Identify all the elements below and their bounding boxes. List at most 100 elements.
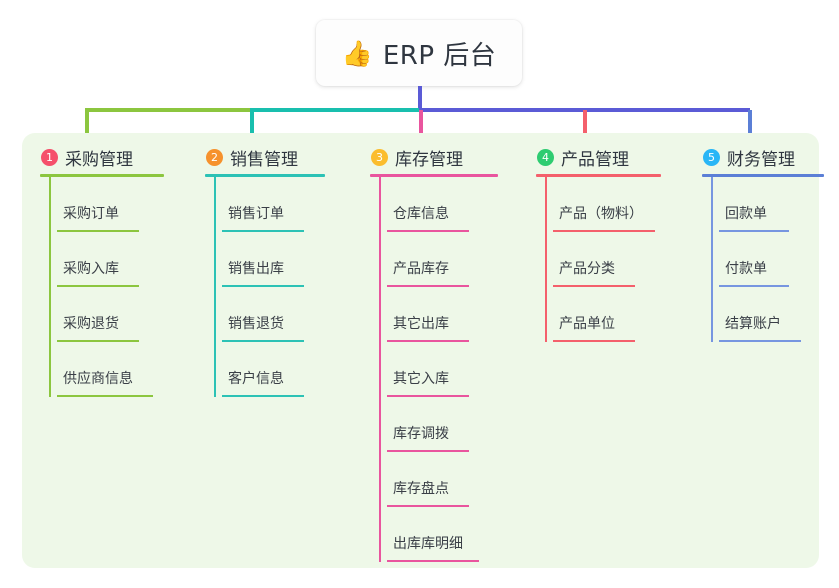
- branch-column: 2 销售管理销售订单销售出库销售退货客户信息: [205, 145, 325, 397]
- branch-item-rule: [57, 285, 139, 287]
- branch-item[interactable]: 仓库信息: [379, 177, 475, 232]
- branch-item-rule: [222, 230, 304, 232]
- branch-item-label: 回款单: [725, 206, 767, 222]
- branch-item[interactable]: 回款单: [711, 177, 795, 232]
- branch-item-rule: [387, 395, 469, 397]
- branch-spine: [214, 177, 216, 397]
- branch-item-rule: [553, 230, 655, 232]
- branch-item-label: 销售订单: [228, 206, 284, 222]
- branch-item[interactable]: 其它出库: [379, 287, 475, 342]
- branch-header-2[interactable]: 2 销售管理: [205, 145, 298, 170]
- branch-spine: [379, 177, 381, 562]
- branch-item[interactable]: 产品分类: [545, 232, 641, 287]
- branch-item-label: 采购入库: [63, 261, 119, 277]
- branch-item-label: 采购退货: [63, 316, 119, 332]
- branch-item-label: 销售退货: [228, 316, 284, 332]
- branch-item-rule: [387, 450, 469, 452]
- branch-spine: [545, 177, 547, 342]
- root-node-content: 👍 ERP 后台: [342, 35, 497, 72]
- connector-drop: [748, 110, 752, 140]
- branch-index-badge: 2: [206, 148, 223, 166]
- branch-title: 销售管理: [230, 149, 298, 170]
- branch-header-rule: [370, 174, 498, 177]
- branch-item[interactable]: 其它入库: [379, 342, 475, 397]
- branch-header-rule: [205, 174, 325, 177]
- root-stem-connector: [418, 86, 422, 110]
- branch-item-label: 客户信息: [228, 371, 284, 387]
- branch-column: 5 财务管理回款单付款单结算账户: [702, 145, 824, 342]
- branch-header-4[interactable]: 4 产品管理: [536, 145, 629, 170]
- branch-item-label: 产品库存: [393, 261, 449, 277]
- branch-item[interactable]: 采购入库: [49, 232, 145, 287]
- branch-item-rule: [387, 230, 469, 232]
- branch-item[interactable]: 销售退货: [214, 287, 310, 342]
- branch-header-rule: [702, 174, 824, 177]
- branch-item-label: 出库库明细: [393, 536, 463, 552]
- branch-item-label: 仓库信息: [393, 206, 449, 222]
- branch-item-label: 库存调拨: [393, 426, 449, 442]
- branch-item[interactable]: 客户信息: [214, 342, 310, 397]
- branch-item-rule: [387, 340, 469, 342]
- branch-item-label: 产品分类: [559, 261, 615, 277]
- connector-drop: [85, 110, 89, 140]
- branch-item-rule: [387, 560, 479, 562]
- branch-header-rule: [40, 174, 164, 177]
- branch-item-label: 其它出库: [393, 316, 449, 332]
- branch-header-rule: [536, 174, 661, 177]
- branch-item-label: 结算账户: [725, 316, 781, 332]
- branch-item-label: 库存盘点: [393, 481, 449, 497]
- branch-item-label: 付款单: [725, 261, 767, 277]
- branch-item-rule: [719, 230, 789, 232]
- branch-item-rule: [57, 340, 139, 342]
- branch-column: 4 产品管理产品（物料） 产品分类产品单位: [536, 145, 661, 342]
- branch-title: 库存管理: [395, 149, 463, 170]
- branch-item-rule: [222, 340, 304, 342]
- branch-item[interactable]: 产品单位: [545, 287, 641, 342]
- branch-item[interactable]: 产品库存: [379, 232, 475, 287]
- branch-item-label: 销售出库: [228, 261, 284, 277]
- branch-index-badge: 1: [41, 148, 58, 166]
- branch-item-rule: [719, 285, 789, 287]
- branch-item-label: 其它入库: [393, 371, 449, 387]
- branch-index-badge: 3: [371, 148, 388, 166]
- branch-item-rule: [719, 340, 801, 342]
- branch-index-badge: 5: [703, 148, 720, 166]
- branch-item[interactable]: 出库库明细: [379, 507, 485, 562]
- branch-header-3[interactable]: 3 库存管理: [370, 145, 463, 170]
- branch-title: 财务管理: [727, 149, 795, 170]
- connector-drop: [419, 110, 423, 140]
- branch-spine: [711, 177, 713, 342]
- branch-title: 产品管理: [561, 149, 629, 170]
- branch-item-label: 产品（物料）: [559, 206, 643, 222]
- branch-item[interactable]: 采购退货: [49, 287, 145, 342]
- branch-item[interactable]: 结算账户: [711, 287, 807, 342]
- branch-item[interactable]: 产品（物料）: [545, 177, 661, 232]
- branch-item-label: 采购订单: [63, 206, 119, 222]
- root-node-title: ERP 后台: [382, 40, 497, 71]
- branch-item[interactable]: 销售出库: [214, 232, 310, 287]
- branch-item[interactable]: 供应商信息: [49, 342, 159, 397]
- branch-item-rule: [57, 230, 139, 232]
- branch-item[interactable]: 付款单: [711, 232, 795, 287]
- root-node[interactable]: 👍 ERP 后台: [316, 20, 522, 86]
- branch-item-label: 产品单位: [559, 316, 615, 332]
- branch-item[interactable]: 销售订单: [214, 177, 310, 232]
- branch-item-rule: [222, 285, 304, 287]
- branch-item-rule: [57, 395, 153, 397]
- branch-item-rule: [222, 395, 304, 397]
- branch-item[interactable]: 库存盘点: [379, 452, 475, 507]
- branch-index-badge: 4: [537, 148, 554, 166]
- branch-item-label: 供应商信息: [63, 371, 133, 387]
- branch-header-5[interactable]: 5 财务管理: [702, 145, 795, 170]
- branch-spine: [49, 177, 51, 397]
- branch-item[interactable]: 采购订单: [49, 177, 145, 232]
- branch-item-rule: [387, 285, 469, 287]
- connector-segment: [250, 108, 419, 112]
- branch-item[interactable]: 库存调拨: [379, 397, 475, 452]
- connector-segment: [85, 108, 250, 112]
- branch-item-rule: [387, 505, 469, 507]
